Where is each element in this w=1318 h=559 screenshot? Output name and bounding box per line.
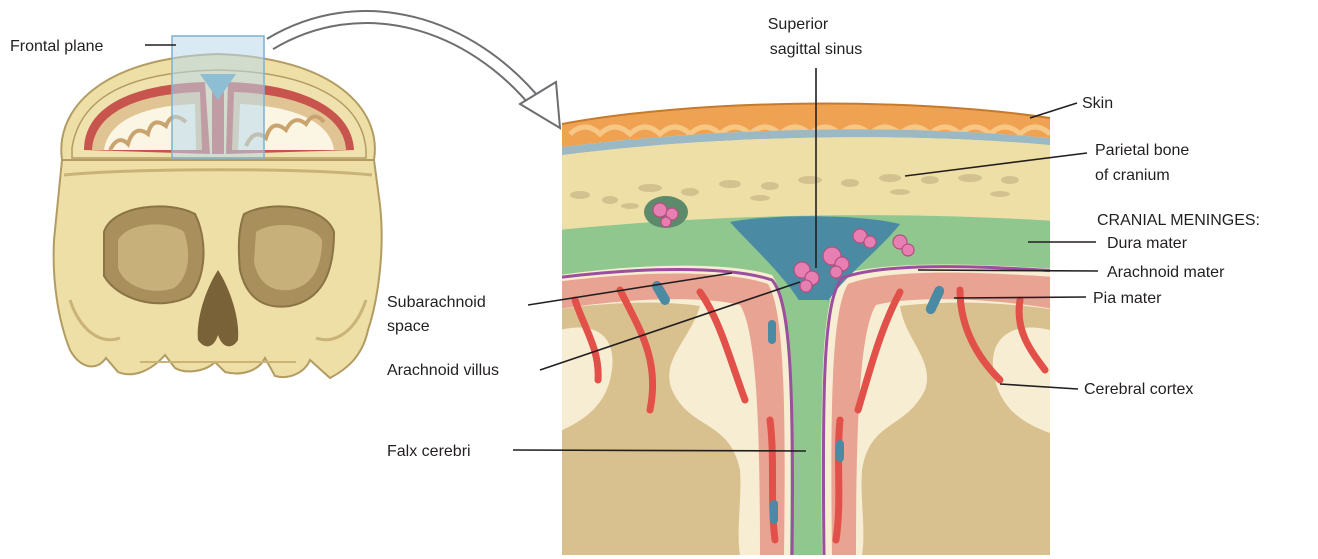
- label-subarachnoid-space-2: space: [387, 318, 430, 335]
- label-subarachnoid-space: Subarachnoid: [387, 294, 486, 311]
- label-superior-sagittal-sinus: Superior: [768, 16, 829, 33]
- frontal-plane-box: [172, 36, 264, 158]
- label-arachnoid-mater: Arachnoid mater: [1107, 264, 1225, 281]
- label-parietal-bone-2: of cranium: [1095, 167, 1170, 184]
- label-superior-sagittal-sinus-2: sagittal sinus: [770, 41, 863, 58]
- label-dura-mater: Dura mater: [1107, 235, 1188, 252]
- label-skin: Skin: [1082, 95, 1113, 112]
- label-frontal-plane: Frontal plane: [10, 38, 103, 55]
- label-cerebral-cortex: Cerebral cortex: [1084, 381, 1193, 398]
- label-pia-mater: Pia mater: [1093, 290, 1162, 307]
- label-falx-cerebri: Falx cerebri: [387, 443, 471, 460]
- meninges-cross-section: [540, 90, 1070, 559]
- label-parietal-bone: Parietal bone: [1095, 142, 1189, 159]
- label-arachnoid-villus: Arachnoid villus: [387, 362, 499, 379]
- label-cranial-meninges: CRANIAL MENINGES:: [1097, 212, 1260, 229]
- skull-illustration: [54, 36, 382, 378]
